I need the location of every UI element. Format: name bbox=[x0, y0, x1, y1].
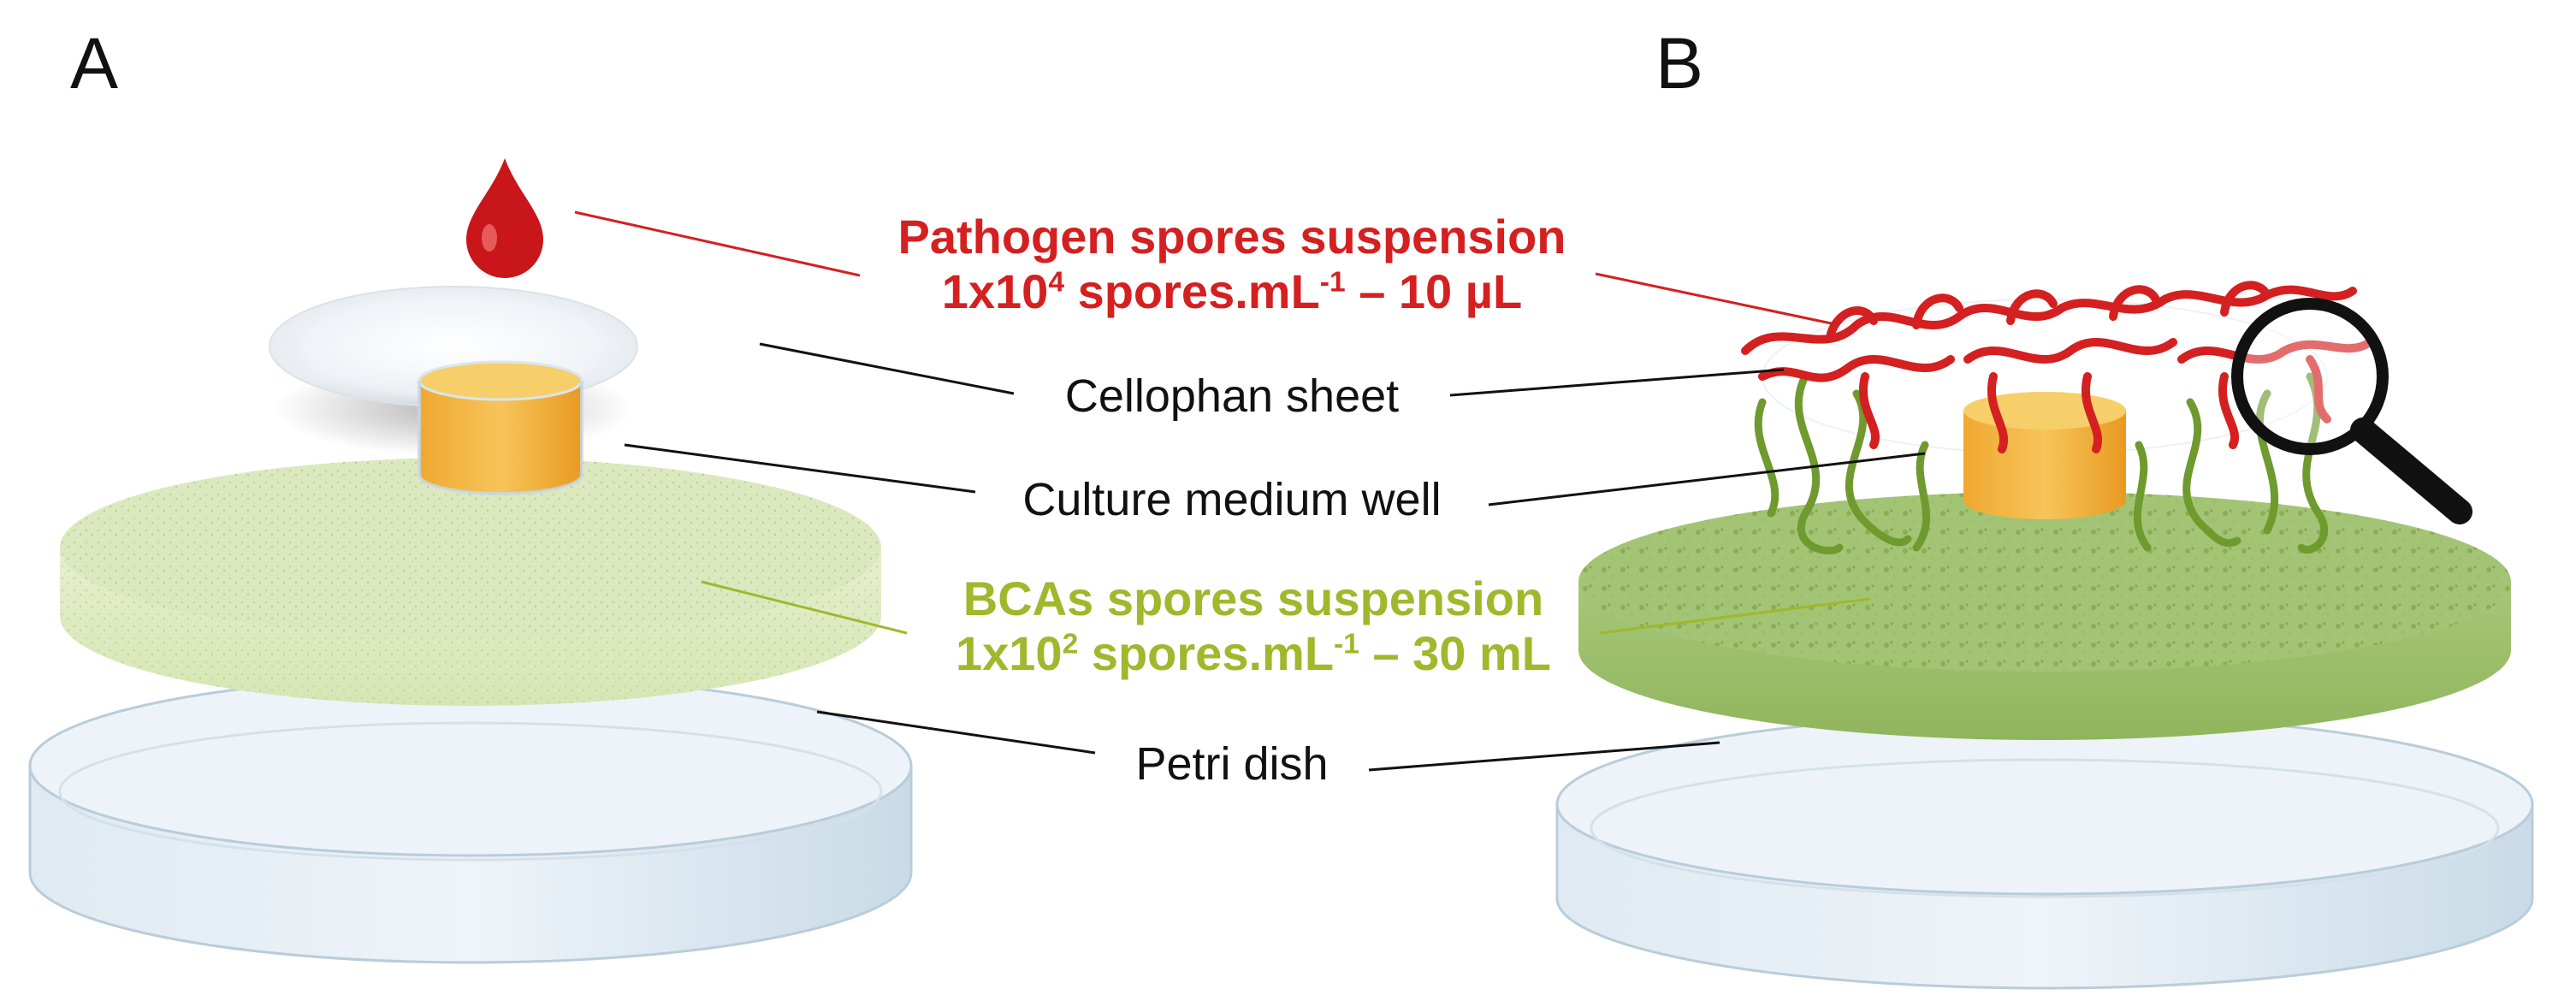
connector-lines bbox=[574, 210, 1926, 772]
culture-well-b bbox=[1963, 392, 2126, 519]
bcas-conc-base: 1x10 bbox=[956, 626, 1063, 681]
label-bcas-line2: 1x102 spores.mL-1 – 30 mL bbox=[907, 626, 1600, 681]
agar-disk-b bbox=[1578, 492, 2511, 740]
pathogen-unit: spores.mL bbox=[1064, 264, 1320, 319]
panel-letter-b: B bbox=[1655, 23, 1704, 104]
petri-dish-b bbox=[1555, 713, 2534, 990]
connector-cellophan-b bbox=[1449, 368, 1785, 397]
panel-a bbox=[28, 158, 913, 964]
bcas-conc-exp: 2 bbox=[1062, 628, 1079, 660]
bcas-unit: spores.mL bbox=[1078, 626, 1335, 681]
bca-hyphae bbox=[1754, 372, 2329, 555]
label-bcas: BCAs spores suspension 1x102 spores.mL-1… bbox=[907, 572, 1600, 682]
connector-bcas-a bbox=[701, 580, 908, 635]
connector-culture-b bbox=[1488, 452, 1926, 506]
agar-disk-a bbox=[60, 458, 881, 706]
pathogen-unit-exp: -1 bbox=[1319, 266, 1346, 299]
label-cellophan: Cellophan sheet bbox=[1064, 370, 1400, 422]
connector-bcas-b bbox=[1599, 597, 1870, 635]
bcas-unit-exp: -1 bbox=[1334, 628, 1359, 660]
pathogen-conc-base: 1x10 bbox=[941, 264, 1049, 319]
label-culture: Culture medium well bbox=[1022, 474, 1442, 525]
connector-petri-a bbox=[816, 710, 1096, 755]
connector-cellophan-a bbox=[759, 342, 1015, 395]
label-pathogen-line1: Pathogen spores suspension bbox=[897, 210, 1566, 264]
label-pathogen-line2: 1x104 spores.mL-1 – 10 µL bbox=[864, 264, 1600, 319]
label-pathogen: Pathogen spores suspension 1x104 spores.… bbox=[864, 210, 1600, 320]
bcas-volume: – 30 mL bbox=[1359, 626, 1551, 681]
panel-b bbox=[1555, 281, 2534, 990]
panel-letter-a: A bbox=[70, 23, 119, 104]
connector-petri-b bbox=[1368, 741, 1720, 772]
pathogen-conc-exp: 4 bbox=[1048, 266, 1065, 299]
pathogen-volume: – 10 µL bbox=[1345, 264, 1523, 319]
petri-dish-a bbox=[28, 674, 913, 964]
pathogen-mycelium bbox=[1741, 281, 2374, 453]
blood-drop-icon bbox=[466, 158, 543, 278]
magnifier-icon bbox=[2231, 298, 2472, 524]
connector-pathogen-b bbox=[1595, 272, 1840, 327]
label-petri: Petri dish bbox=[1135, 738, 1329, 790]
connector-culture-a bbox=[624, 443, 976, 494]
label-bcas-line1: BCAs spores suspension bbox=[962, 572, 1544, 625]
connector-pathogen-a bbox=[574, 210, 861, 277]
culture-well-a bbox=[417, 360, 583, 495]
